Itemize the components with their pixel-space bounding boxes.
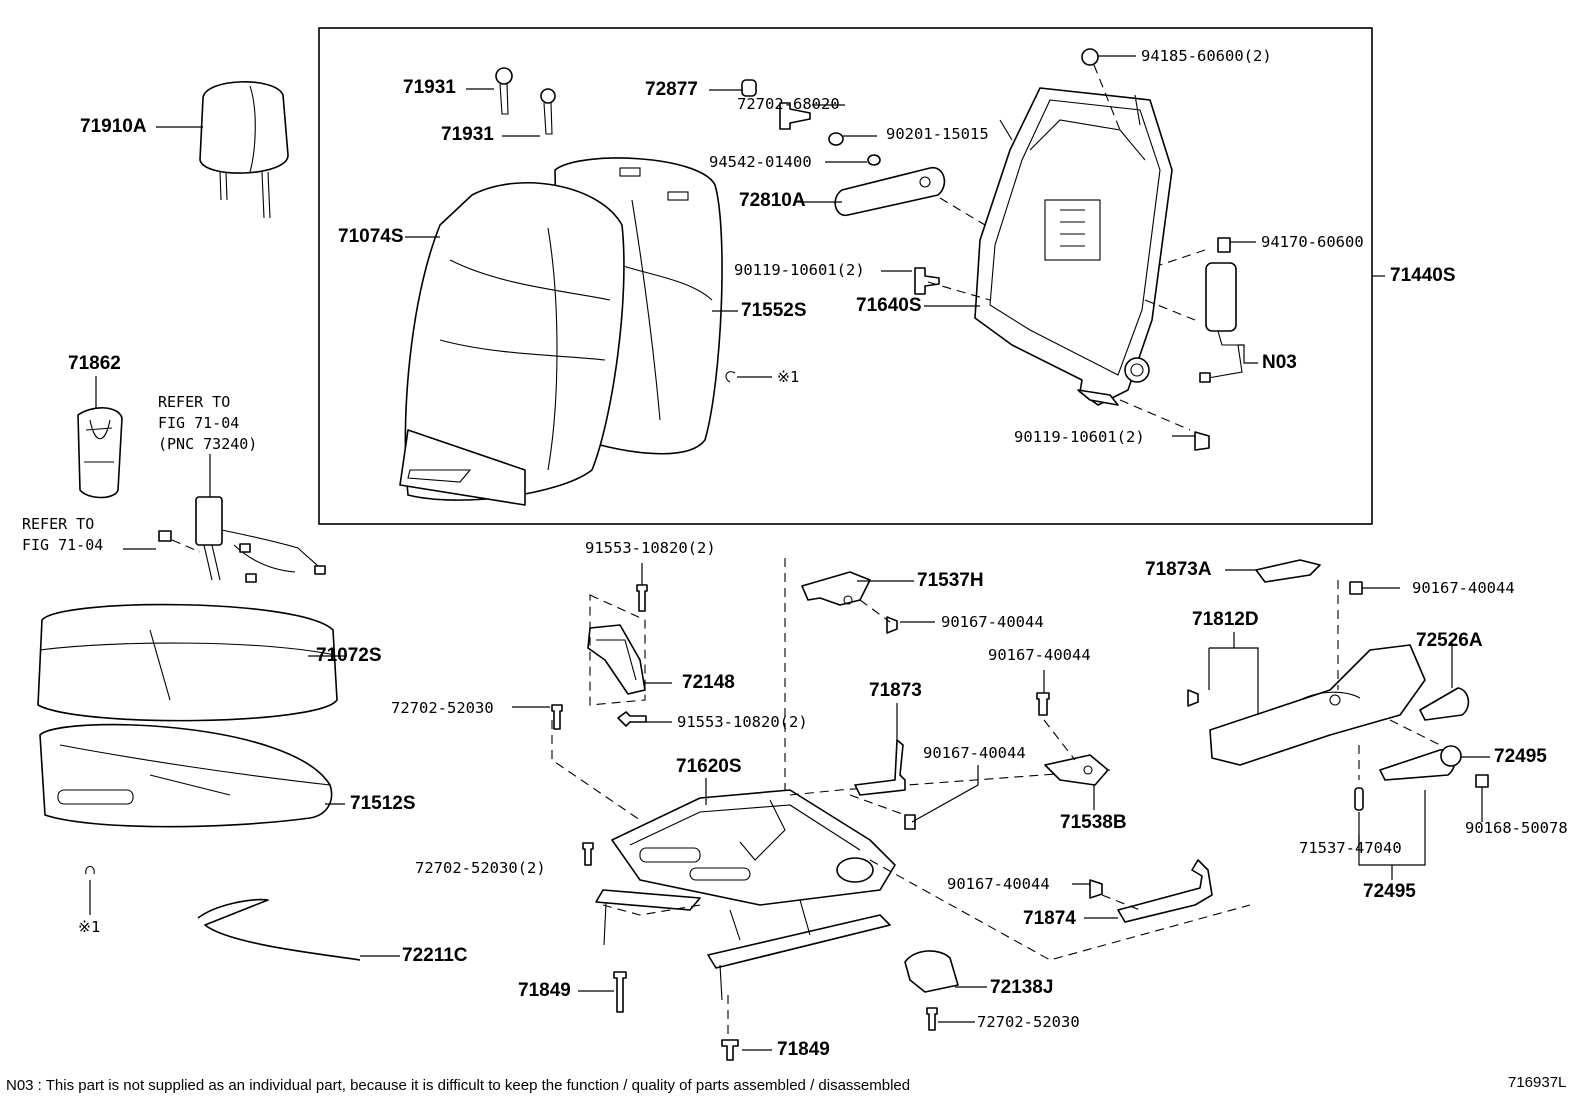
cover-71873A-shape — [1255, 559, 1321, 583]
bracket-71874-shape — [1089, 859, 1213, 923]
label-71862: 71862 — [68, 353, 121, 374]
label-71812D: 71812D — [1192, 609, 1259, 630]
label-72877: 72877 — [645, 79, 698, 100]
cover-72138J-shape — [904, 950, 959, 993]
cushion-cover-shape — [37, 603, 338, 722]
label-71910A: 71910A — [80, 116, 147, 137]
label-72148: 72148 — [682, 672, 735, 693]
lever-72495-shape — [1354, 745, 1489, 811]
label-90201-15015: 90201-15015 — [886, 125, 989, 143]
bracket-71538B-shape — [1036, 692, 1109, 786]
knob-72526A-shape — [1419, 687, 1470, 721]
seatbelt-buckle-shape — [195, 496, 326, 583]
label-71552S: 71552S — [741, 300, 807, 321]
label-72138J: 72138J — [990, 977, 1054, 998]
label-72702-52030-bottom: 72702-52030 — [977, 1013, 1080, 1031]
label-N03: N03 — [1262, 352, 1297, 373]
belt-ref-line-3: (PNC 73240) — [158, 435, 258, 453]
headrest-shape — [199, 81, 289, 219]
label-72211C: 72211C — [402, 945, 468, 966]
label-94185-60600: 94185-60600(2) — [1141, 47, 1272, 65]
label-90167-40044-bracket: 90167-40044 — [923, 744, 1026, 762]
label-71849-a: 71849 — [518, 980, 571, 1001]
label-71931-upper: 71931 — [403, 77, 456, 98]
label-90119-10601-lower: 90119-10601(2) — [1014, 428, 1145, 446]
label-note-mark-2: ※1 — [78, 918, 101, 936]
label-71640S: 71640S — [856, 295, 922, 316]
cover-71862-shape — [77, 407, 123, 499]
pin-71849-a-shape — [613, 971, 627, 1013]
bolt-ref-line-2: FIG 71-04 — [22, 536, 104, 554]
label-72702-68020: 72702-68020 — [737, 95, 840, 113]
seatback-frame-shape — [974, 87, 1173, 406]
belt-reference-note: REFER TO FIG 71-04 (PNC 73240) — [158, 392, 257, 455]
label-71874: 71874 — [1023, 908, 1076, 929]
side-shield-71812D-shape — [1187, 644, 1426, 766]
label-71440S: 71440S — [1390, 265, 1456, 286]
belt-ref-line-2: FIG 71-04 — [158, 414, 240, 432]
label-90167-40044-top: 90167-40044 — [941, 613, 1044, 631]
label-91553-10820-upper: 91553-10820(2) — [585, 539, 716, 557]
clip-71931-shapes — [495, 67, 556, 135]
label-90167-40044-right: 90167-40044 — [1412, 579, 1515, 597]
label-94542-01400: 94542-01400 — [709, 153, 812, 171]
label-note-mark-1: ※1 — [777, 368, 800, 386]
bolt-ref-line-1: REFER TO — [22, 515, 95, 533]
footer-note: N03 : This part is not supplied as an in… — [6, 1077, 911, 1094]
label-90167-40044-middle: 90167-40044 — [988, 646, 1091, 664]
label-71074S: 71074S — [338, 226, 404, 247]
label-71072S: 71072S — [316, 645, 382, 666]
label-90119-10601-upper: 90119-10601(2) — [734, 261, 865, 279]
label-71620S: 71620S — [676, 756, 742, 777]
belt-ref-line-1: REFER TO — [158, 393, 231, 411]
wire-72211C-shape — [197, 898, 361, 961]
seat-adjuster-shape — [595, 789, 896, 1001]
bracket-71873-shape — [854, 739, 916, 830]
label-72702-52030-pair: 72702-52030(2) — [415, 859, 546, 877]
label-72526A: 72526A — [1416, 630, 1483, 651]
seatback-cover-shape — [399, 157, 723, 506]
bracket-72148-shape — [587, 584, 648, 727]
label-72810A: 72810A — [739, 190, 806, 211]
label-71537H: 71537H — [917, 570, 984, 591]
cushion-pad-shape — [39, 723, 333, 828]
label-90167-40044-lower: 90167-40044 — [947, 875, 1050, 893]
label-72702-52030-left: 72702-52030 — [391, 699, 494, 717]
side-airbag-shape — [1199, 262, 1243, 383]
bolt-reference-note: REFER TO FIG 71-04 — [22, 514, 103, 556]
label-72495-assembly: 72495 — [1363, 881, 1416, 902]
label-94170-60600: 94170-60600 — [1261, 233, 1364, 251]
armrest-72810A-shape — [834, 167, 946, 216]
pin-71849-b-shape — [721, 1039, 739, 1061]
upper-fasteners — [741, 48, 1231, 451]
label-90168-50078: 90168-50078 — [1465, 819, 1568, 837]
label-71512S: 71512S — [350, 793, 416, 814]
label-71873: 71873 — [869, 680, 922, 701]
figure-code: 716937L — [1508, 1074, 1567, 1091]
label-71873A: 71873A — [1145, 559, 1212, 580]
label-72495-lever: 72495 — [1494, 746, 1547, 767]
label-71537-47040: 71537-47040 — [1299, 839, 1402, 857]
label-91553-10820-lower: 91553-10820(2) — [677, 713, 808, 731]
label-71931-lower: 71931 — [441, 124, 494, 145]
label-71849-b: 71849 — [777, 1039, 830, 1060]
label-71538B: 71538B — [1060, 812, 1127, 833]
